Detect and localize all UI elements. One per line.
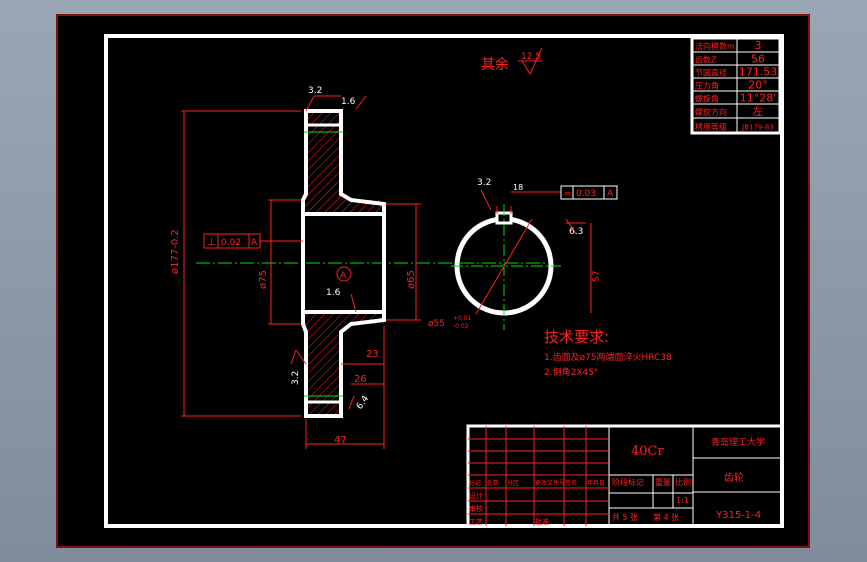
material: 40Cr: [631, 444, 664, 459]
svg-text:⊥: ⊥: [207, 237, 216, 248]
bore-dim: ø75: [258, 270, 269, 289]
scale-label: 比例: [675, 477, 691, 487]
tech-title: 技术要求:: [544, 328, 609, 346]
change-column-header: 处数: [487, 479, 499, 487]
lower-section-hatch: [303, 313, 384, 416]
param-label: 螺旋方向: [695, 107, 727, 117]
roughness-top2: 1.6: [341, 97, 356, 107]
param-label: 压力角: [695, 81, 719, 91]
school-name: 青岛理工大学: [711, 436, 765, 448]
roughness-bottom: 3.2: [291, 371, 301, 385]
gear-parameter-table: 法向模数m 3 齿数Z 56 节圆直径 171.53 压力角 20° 螺旋角 11°28' 螺旋方向…: [690, 36, 782, 135]
change-column-header: 年月日: [587, 479, 605, 487]
stage-label: 阶段标记: [612, 477, 644, 487]
surface-note-label: 其余: [481, 56, 509, 73]
drawing-number: Y315-1-4: [715, 510, 761, 521]
param-value: JB179-83: [741, 124, 774, 132]
svg-text:0.03: 0.03: [576, 189, 596, 199]
dim-26: 26: [354, 374, 367, 385]
param-label: 齿数Z: [695, 55, 717, 65]
change-column-header: 更改文件号: [535, 479, 565, 487]
key-width: 18: [513, 183, 523, 192]
change-column-header: 标记: [469, 479, 481, 487]
outer-dia-dim: ø177-0.2: [170, 229, 181, 274]
gear-end-view: 3.2 18 = 0.03 A 6.3 57 ø55 +0.01 -0.02: [428, 178, 618, 330]
sign-label: 设计: [469, 491, 483, 500]
roughness-symbol: [518, 47, 543, 76]
param-value: 3: [755, 39, 762, 52]
tol-upper: +0.01: [453, 315, 472, 322]
sign-label: 工艺: [469, 518, 483, 526]
change-column-header: 签名: [565, 479, 577, 487]
dia-55: ø55: [428, 319, 445, 329]
bore-roughness: 1.6: [326, 288, 341, 298]
upper-section-hatch: [303, 111, 384, 212]
datum-label: A: [340, 271, 347, 281]
symmetry-frame: = 0.03 A: [560, 185, 618, 200]
roughness-6-4: 6.4: [355, 394, 372, 412]
keyway-depth: 57: [592, 271, 602, 282]
title-block: 标记处数分区 更改文件号签名 年月日 设计审核工艺 批准 40Cr 青岛理工大学 齿轮…: [466, 424, 784, 528]
param-value: 11°28': [740, 92, 777, 105]
gear-section-view: ø177-0.2 ø75 ø65 3.2 1.6 1.6 A ⊥ 0.02 A …: [170, 86, 546, 449]
dim-23: 23: [366, 349, 379, 360]
svg-text:A: A: [607, 189, 614, 199]
border-frame: [104, 34, 784, 528]
sign-label: 审核: [469, 504, 483, 513]
drawing-sheet: 法向模数m 3 齿数Z 56 节圆直径 171.53 压力角 20° 螺旋角 11°28' 螺旋方向…: [56, 14, 810, 548]
perpendicularity-frame: ⊥ 0.02 A: [203, 233, 303, 249]
param-label: 螺旋角: [695, 94, 719, 104]
param-value: 171.53: [739, 66, 778, 79]
tol-lower: -0.02: [453, 323, 469, 330]
roughness-top: 3.2: [308, 86, 322, 96]
dim-47: 47: [334, 435, 347, 446]
part-name: 齿轮: [724, 471, 744, 484]
sheets-total: 共 5 张: [612, 513, 638, 522]
sheet-number: 第 4 张: [653, 512, 679, 522]
param-label: 节圆直径: [695, 68, 727, 78]
svg-text:=: =: [564, 189, 572, 199]
param-value: 56: [751, 53, 765, 66]
key-roughness-2: 6.3: [569, 227, 583, 237]
scale-value: 1:1: [676, 496, 689, 505]
surface-note-value: 12.5: [521, 52, 541, 62]
param-value: 20°: [748, 79, 768, 92]
key-roughness: 3.2: [477, 178, 491, 188]
svg-text:0.02: 0.02: [221, 238, 241, 248]
change-column-header: 分区: [507, 479, 519, 487]
param-label: 精度等级: [695, 122, 727, 132]
tech-item-2: 2.倒角2X45°: [544, 366, 598, 378]
technical-requirements: 技术要求: 1.齿面及ø75两端面淬火HRC38 2.倒角2X45°: [544, 328, 672, 378]
weight-label: 重量: [655, 477, 671, 487]
svg-text:A: A: [251, 238, 258, 248]
param-value: 左: [753, 105, 764, 118]
param-label: 法向模数m: [695, 41, 735, 51]
outer-frame: [56, 14, 810, 548]
drawing-canvas: 法向模数m 3 齿数Z 56 节圆直径 171.53 压力角 20° 螺旋角 11°28' 螺旋方向…: [56, 14, 810, 548]
datum-circle: [336, 266, 352, 282]
sign-label: 批准: [535, 517, 549, 526]
hub-dia-dim: ø65: [406, 270, 417, 289]
tech-item-1: 1.齿面及ø75两端面淬火HRC38: [544, 351, 672, 363]
